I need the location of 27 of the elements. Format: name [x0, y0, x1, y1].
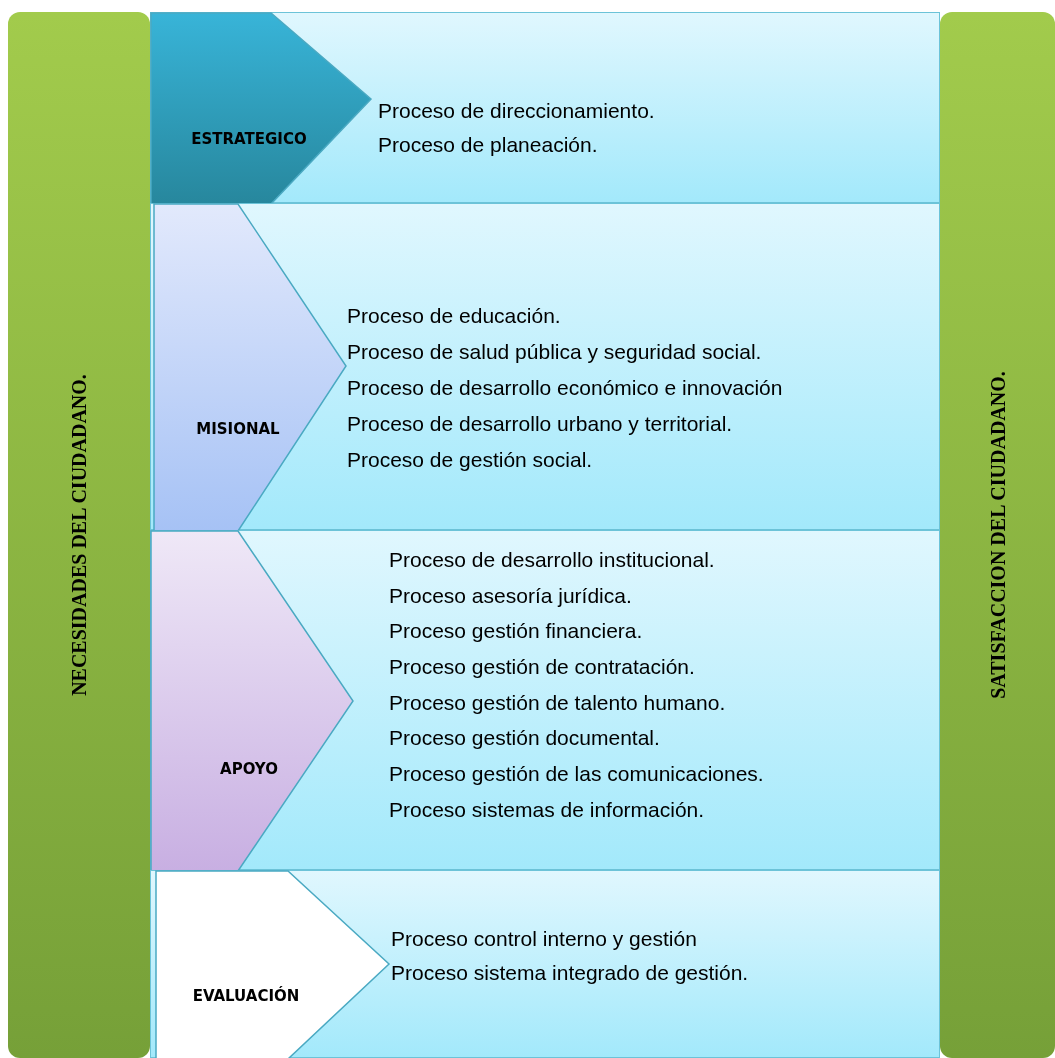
- process-text: Proceso de planeación.: [378, 132, 599, 158]
- process-text: Proceso de salud pública y seguridad social.: [347, 339, 763, 365]
- process-text: Proceso gestión de las comunicaciones.: [389, 761, 764, 788]
- category-label: EVALUACIÓN: [192, 987, 300, 1005]
- chevron-shape: [151, 204, 348, 531]
- chevron-shape: [151, 531, 355, 871]
- chevron-shape: [151, 13, 373, 204]
- side-band: [940, 12, 1055, 1058]
- process-text: Proceso gestión documental.: [389, 725, 661, 752]
- process-text: Proceso asesoría jurídica.: [389, 582, 633, 609]
- process-text: Proceso de gestión social.: [347, 447, 594, 473]
- process-text: Proceso control interno y gestión: [391, 926, 698, 952]
- band-title: NECESIDADES DEL CIUDADANO.: [67, 374, 91, 696]
- process-text: Proceso de desarrollo institucional.: [389, 547, 716, 573]
- process-text: Proceso de desarrollo económico e innovación: [347, 375, 783, 401]
- process-text: Proceso sistema integrado de gestión.: [391, 960, 749, 986]
- process-text: Proceso de direccionamiento.: [378, 98, 655, 124]
- process-text: Proceso gestión financiera.: [389, 618, 644, 645]
- band-title: SATISFACCION DEL CIUDADANO.: [986, 371, 1009, 699]
- process-text: Proceso de educación.: [347, 303, 562, 329]
- process-text: Proceso sistemas de información.: [389, 796, 706, 823]
- category-label: MISIONAL: [196, 420, 280, 438]
- category-label: ESTRATEGICO: [191, 130, 307, 148]
- process-text: Proceso gestión de contratación.: [389, 654, 696, 681]
- category-label: APOYO: [220, 760, 278, 778]
- process-text: Proceso de desarrollo urbano y territorial.: [347, 411, 734, 437]
- process-text: Proceso gestión de talento humano.: [389, 689, 727, 716]
